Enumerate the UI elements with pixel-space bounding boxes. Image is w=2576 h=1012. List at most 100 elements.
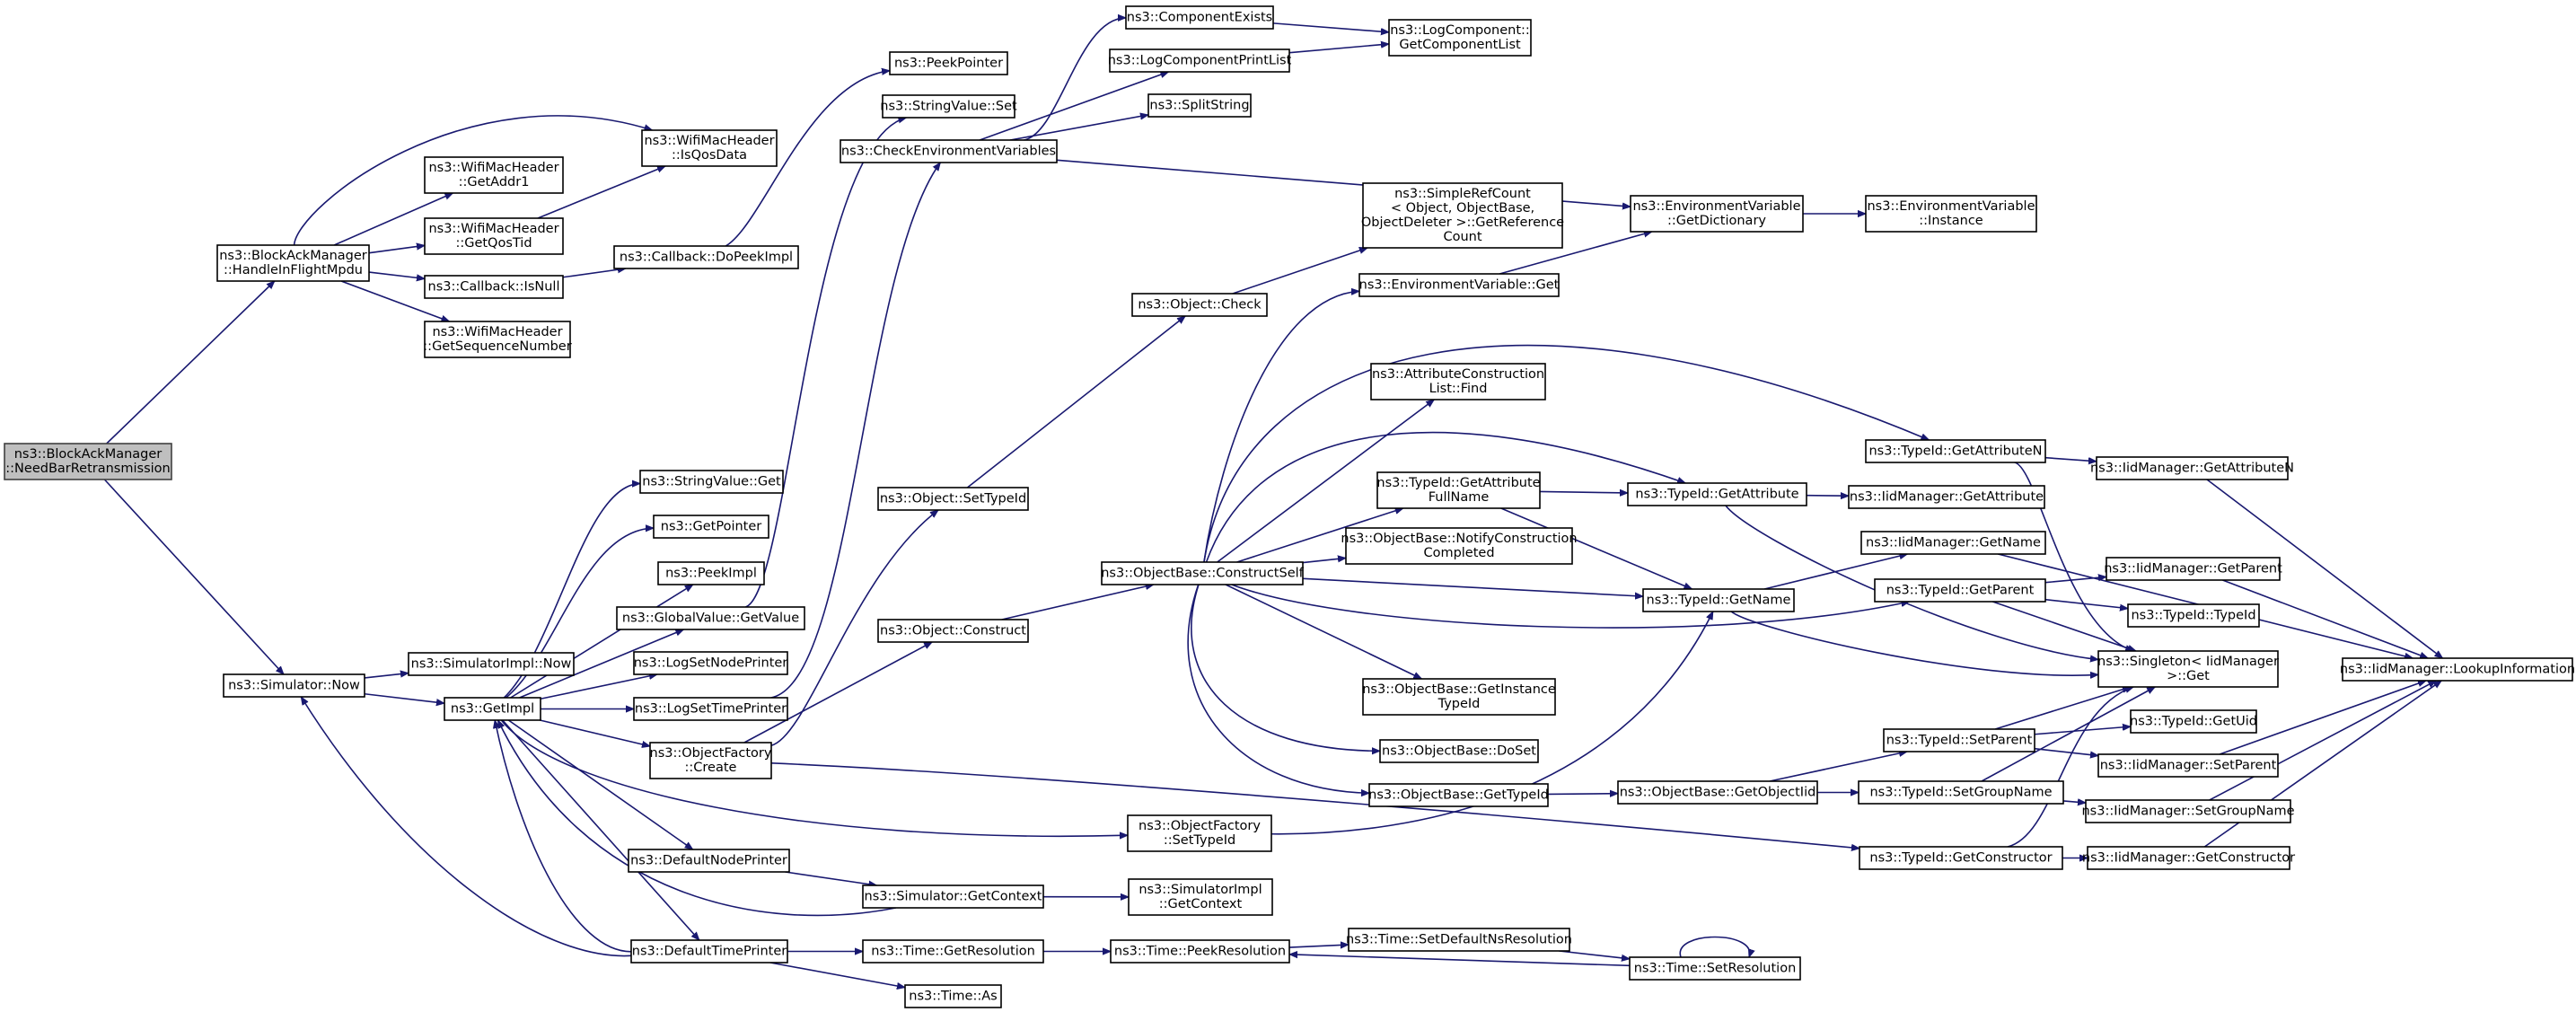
function-node-label: ns3::Time::SetResolution [1634, 962, 1797, 976]
function-node-typeidgetname[interactable]: ns3::TypeId::GetName [1642, 588, 1795, 612]
function-node-typeidgetattr[interactable]: ns3::TypeId::GetAttribute [1627, 482, 1807, 506]
function-node-objbasegetobjiid[interactable]: ns3::ObjectBase::GetObjectIid [1617, 780, 1818, 805]
function-node-typeidgetuid[interactable]: ns3::TypeId::GetUid [2130, 709, 2257, 734]
function-node-checkenv[interactable]: ns3::CheckEnvironmentVariables [840, 139, 1058, 163]
function-node-envinstance[interactable]: ns3::EnvironmentVariable::Instance [1865, 195, 2037, 233]
function-node-box [633, 697, 788, 721]
function-node-getpointer[interactable]: ns3::GetPointer [653, 515, 769, 539]
function-node-label: ns3::Object::SetTypeId [880, 492, 1026, 506]
function-node-peekimpl[interactable]: ns3::PeekImpl [657, 561, 765, 585]
call-edge-compexists-to-getcomplist [1272, 22, 1389, 32]
function-node-objconstruct[interactable]: ns3::Object::Construct [877, 619, 1029, 643]
call-edge-getimpl-to-globalgetvalue [519, 629, 684, 699]
function-node-iidsetparent[interactable]: ns3::IidManager::SetParent [2097, 753, 2279, 778]
function-node-timepeekres[interactable]: ns3::Time::PeekResolution [1110, 939, 1290, 964]
function-node-isqosdata[interactable]: ns3::WifiMacHeader::IsQosData [641, 129, 778, 167]
function-node-getqostid[interactable]: ns3::WifiMacHeader::GetQosTid [424, 217, 564, 255]
call-edge-iidgetattrn-to-lookupinfo [2206, 479, 2443, 658]
function-node-simnow[interactable]: ns3::Simulator::Now [223, 673, 365, 698]
call-edge-typeidgetname-to-singletonget [1730, 611, 2098, 675]
function-node-envgetdict[interactable]: ns3::EnvironmentVariable::GetDictionary [1630, 195, 1804, 233]
function-node-defnodeprinter[interactable]: ns3::DefaultNodePrinter [628, 849, 790, 873]
function-node-simgetcontext[interactable]: ns3::Simulator::GetContext [862, 884, 1044, 909]
function-node-simimplgetcontext[interactable]: ns3::SimulatorImpl::GetContext [1128, 878, 1273, 916]
function-node-label: ns3::SimpleRefCount [1394, 187, 1531, 201]
function-node-label: ns3::TypeId::GetAttributeN [1868, 444, 2042, 459]
function-node-timegetres[interactable]: ns3::Time::GetResolution [862, 939, 1044, 964]
function-node-envget[interactable]: ns3::EnvironmentVariable::Get [1358, 273, 1560, 297]
function-node-label: ns3::DefaultTimePrinter [632, 945, 787, 959]
call-edge-handleinflight-to-getseqnum [340, 280, 449, 322]
function-node-typeidtypeid[interactable]: ns3::TypeId::TypeId [2127, 603, 2260, 628]
function-node-box [1883, 728, 2035, 752]
function-node-setdefaultns[interactable]: ns3::Time::SetDefaultNsResolution [1346, 928, 1572, 952]
function-node-splitstring[interactable]: ns3::SplitString [1147, 93, 1252, 118]
function-node-label: ns3::TypeId::SetParent [1886, 734, 2033, 748]
function-node-box [649, 742, 772, 779]
call-edge-timesetres-to-timepeekres [1289, 955, 1631, 967]
function-node-handleinflight[interactable]: ns3::BlockAckManager::HandleInFlightMpdu [216, 244, 370, 282]
function-node-objsettypeid[interactable]: ns3::Object::SetTypeId [877, 487, 1029, 511]
function-node-doset[interactable]: ns3::ObjectBase::DoSet [1379, 739, 1539, 763]
function-node-typeidsetgroup[interactable]: ns3::TypeId::SetGroupName [1858, 780, 2064, 805]
function-nodes: ns3::BlockAckManager::NeedBarRetransmiss… [4, 5, 2575, 1008]
function-node-needbar[interactable]: ns3::BlockAckManager::NeedBarRetransmiss… [4, 443, 172, 480]
function-node-logsettime[interactable]: ns3::LogSetTimePrinter [633, 697, 788, 721]
function-node-box [639, 470, 784, 494]
function-node-objcheck[interactable]: ns3::Object::Check [1131, 293, 1268, 317]
function-node-logsetnode[interactable]: ns3::LogSetNodePrinter [633, 651, 788, 675]
function-node-iidgetparent[interactable]: ns3::IidManager::GetParent [2104, 557, 2282, 581]
function-node-peekpointer[interactable]: ns3::PeekPointer [889, 51, 1008, 75]
function-node-iidgetname[interactable]: ns3::IidManager::GetName [1860, 531, 2046, 555]
function-node-compexists[interactable]: ns3::ComponentExists [1125, 5, 1274, 30]
call-edge-constructself-to-typeidgetparent [1231, 584, 1910, 629]
function-node-typeidgetctor[interactable]: ns3::TypeId::GetConstructor [1859, 846, 2063, 870]
function-node-timesetres[interactable]: ns3::Time::SetResolution [1629, 956, 1801, 981]
function-node-label: ns3::ObjectBase::DoSet [1382, 744, 1536, 759]
function-node-objfactsettypeid[interactable]: ns3::ObjectFactory::SetTypeId [1127, 814, 1272, 852]
call-edge-getimpl-to-logsetnode [540, 674, 657, 700]
function-node-typeidgetparent[interactable]: ns3::TypeId::GetParent [1874, 578, 2046, 603]
function-node-strvalset[interactable]: ns3::StringValue::Set [880, 94, 1017, 119]
function-node-getimpl[interactable]: ns3::GetImpl [444, 697, 541, 721]
function-node-typeidsetparent[interactable]: ns3::TypeId::SetParent [1883, 728, 2035, 752]
function-node-box [216, 244, 370, 282]
function-node-iidgetattr[interactable]: ns3::IidManager::GetAttribute [1848, 485, 2045, 509]
call-edge-constructself-to-envget [1203, 291, 1359, 563]
function-node-lookupinfo[interactable]: ns3::IidManager::LookupInformation [2340, 657, 2575, 682]
function-node-constructself[interactable]: ns3::ObjectBase::ConstructSelf [1101, 561, 1305, 585]
function-node-objbasegettypeid[interactable]: ns3::ObjectBase::GetTypeId [1368, 783, 1549, 807]
call-edge-getqostid-to-isqosdata [537, 165, 665, 219]
function-node-notifyconst[interactable]: ns3::ObjectBase::NotifyConstructionCompl… [1341, 527, 1578, 565]
function-node-simimplnow[interactable]: ns3::SimulatorImpl::Now [408, 652, 575, 676]
function-node-dopeekimpl[interactable]: ns3::Callback::DoPeekImpl [613, 245, 799, 269]
function-node-label: ns3::Time::GetResolution [871, 945, 1035, 959]
function-node-label: ns3::IidManager::SetParent [2100, 759, 2277, 773]
function-node-iidgetattrn[interactable]: ns3::IidManager::GetAttributeN [2090, 456, 2294, 480]
function-node-objfactcreate[interactable]: ns3::ObjectFactory::Create [649, 742, 772, 779]
call-edge-typeidsetgroup-to-singletonget [1981, 686, 2155, 782]
function-node-getaddr1[interactable]: ns3::WifiMacHeader::GetAddr1 [424, 156, 564, 194]
function-node-box [1110, 939, 1290, 964]
function-node-globalgetvalue[interactable]: ns3::GlobalValue::GetValue [616, 606, 805, 630]
function-node-getseqnum[interactable]: ns3::WifiMacHeader::GetSequenceNumber [423, 321, 572, 358]
function-node-getcomplist[interactable]: ns3::LogComponent::GetComponentList [1388, 19, 1532, 57]
function-node-singletonget[interactable]: ns3::Singleton< IidManager>::Get [2097, 650, 2279, 688]
function-node-strvalget[interactable]: ns3::StringValue::Get [639, 470, 784, 494]
function-node-label: ns3::Time::SetDefaultNsResolution [1346, 933, 1572, 947]
function-node-iidsetgroup[interactable]: ns3::IidManager::SetGroupName [2081, 799, 2295, 823]
function-node-label: ns3::BlockAckManager [219, 249, 367, 263]
function-node-label: ns3::TypeId::SetGroupName [1869, 786, 2052, 800]
function-node-typeidgetattrn[interactable]: ns3::TypeId::GetAttributeN [1865, 439, 2046, 463]
function-node-box [2342, 657, 2573, 682]
function-node-iidgetctor[interactable]: ns3::IidManager::GetConstructor [2082, 846, 2295, 870]
function-node-timeas[interactable]: ns3::Time::As [904, 984, 1002, 1008]
function-node-deftimeprinter[interactable]: ns3::DefaultTimePrinter [630, 939, 788, 964]
function-node-simplerefcount[interactable]: ns3::SimpleRefCount< Object, ObjectBase,… [1361, 182, 1564, 249]
function-node-logcompprint[interactable]: ns3::LogComponentPrintList [1108, 48, 1292, 73]
function-node-isnull[interactable]: ns3::Callback::IsNull [424, 275, 564, 299]
function-node-label: ns3::WifiMacHeader [428, 222, 558, 236]
